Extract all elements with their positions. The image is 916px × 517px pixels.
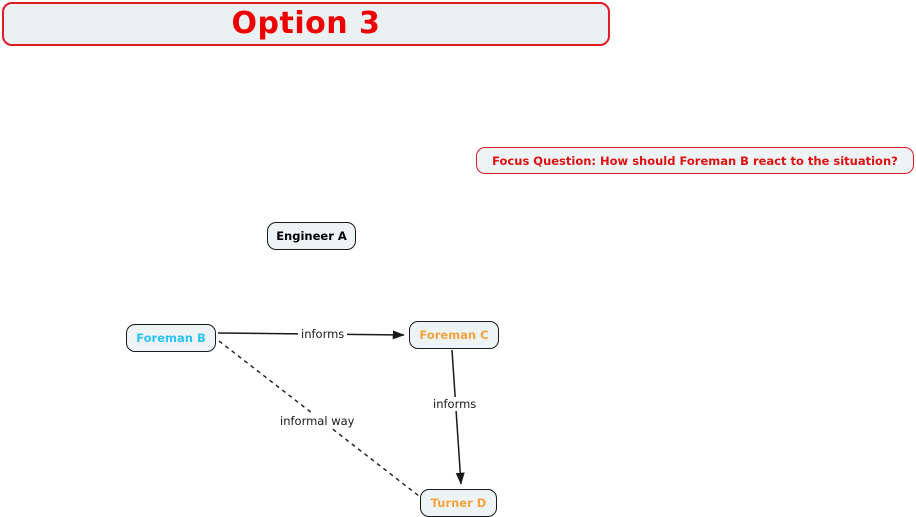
edge-label-informs-b-c: informs: [298, 327, 348, 341]
node-turner-d-label: Turner D: [430, 496, 487, 510]
title-banner: Option 3: [2, 2, 610, 46]
edge-label-informs-c-d: informs: [430, 397, 480, 411]
node-foreman-c-label: Foreman C: [419, 328, 489, 342]
node-engineer-a[interactable]: Engineer A: [267, 222, 356, 250]
node-turner-d[interactable]: Turner D: [420, 489, 497, 517]
node-foreman-c[interactable]: Foreman C: [409, 321, 499, 349]
edge-foreman-c-to-turner-d: [451, 349, 465, 485]
edge-foreman-b-to-turner-d-informal: [218, 340, 420, 497]
page-title: Option 3: [231, 6, 381, 41]
node-foreman-b[interactable]: Foreman B: [126, 324, 216, 352]
node-foreman-b-label: Foreman B: [136, 331, 206, 345]
edge-label-informal-way: informal way: [277, 414, 358, 428]
focus-question-text: Focus Question: How should Foreman B rea…: [492, 153, 898, 168]
focus-question-box: Focus Question: How should Foreman B rea…: [476, 147, 914, 174]
node-engineer-a-label: Engineer A: [276, 229, 347, 243]
